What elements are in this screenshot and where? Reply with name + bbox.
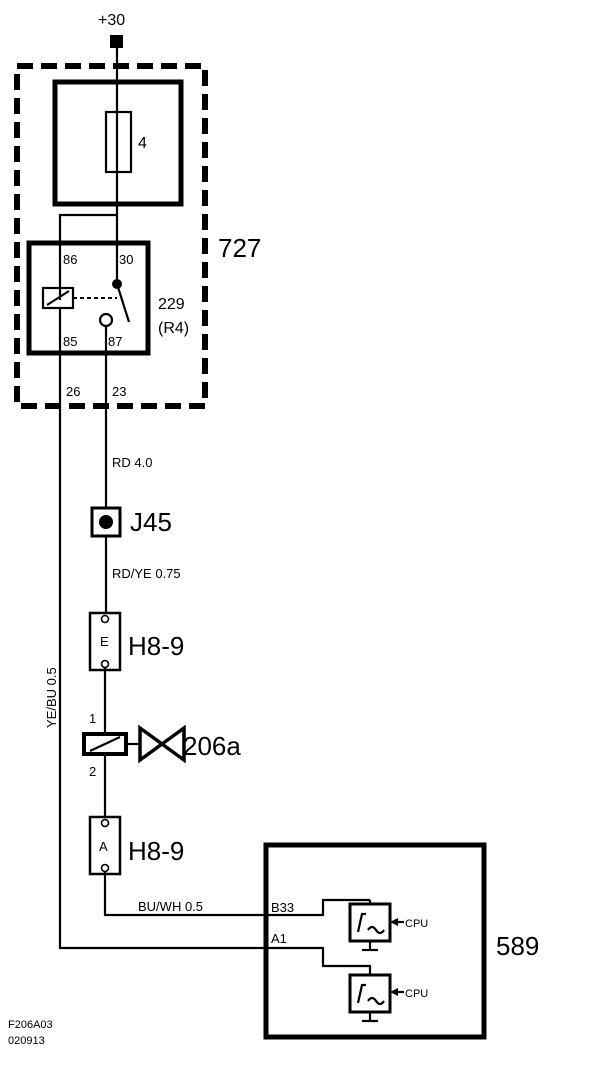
wire-bu-wh bbox=[103, 872, 350, 917]
relay-id: 229 bbox=[158, 296, 185, 313]
relay-pin-85: 85 bbox=[63, 334, 77, 349]
wire-ye-bu bbox=[58, 413, 372, 975]
module-pin-b33: B33 bbox=[271, 900, 294, 915]
relay-code: (R4) bbox=[158, 320, 189, 337]
module-pin-a1: A1 bbox=[271, 931, 287, 946]
valve-left-triangle-icon bbox=[138, 724, 165, 764]
relay-contact-87 bbox=[98, 312, 114, 328]
schmitt-trigger-1-icon bbox=[356, 912, 385, 935]
wire-label-bu-wh: BU/WH 0.5 bbox=[138, 899, 203, 914]
valve-right-triangle-icon bbox=[159, 724, 186, 764]
valve-pin-1: 1 bbox=[89, 711, 96, 726]
relay-pin-86: 86 bbox=[63, 252, 77, 267]
connector-upper-pin: E bbox=[100, 634, 109, 649]
schmitt-trigger-2-icon bbox=[356, 983, 385, 1006]
fusebox-id: 727 bbox=[218, 233, 261, 263]
connector-lower-pin: A bbox=[99, 839, 108, 854]
fusebox-pin-23: 23 bbox=[112, 384, 126, 399]
valve-id: 206a bbox=[183, 731, 241, 761]
footer-code: F206A03 bbox=[8, 1019, 53, 1031]
wire-86-feed bbox=[58, 213, 117, 300]
connector-upper-id: H8-9 bbox=[128, 631, 184, 661]
wire-label-ye-bu: YE/BU 0.5 bbox=[44, 667, 59, 728]
supply-label: +30 bbox=[98, 12, 125, 29]
relay-229-body bbox=[26, 240, 151, 356]
fuse-4-icon bbox=[104, 110, 133, 174]
relay-pin-87: 87 bbox=[108, 334, 122, 349]
fusebox-pin-26: 26 bbox=[66, 384, 80, 399]
arrow-left-icon bbox=[390, 988, 398, 996]
control-module-589 bbox=[263, 842, 487, 1040]
relay-pin-30: 30 bbox=[119, 252, 133, 267]
supply-terminal bbox=[110, 35, 123, 48]
footer-date: 020913 bbox=[8, 1035, 45, 1047]
cpu-label-2: CPU bbox=[405, 988, 428, 1000]
input-circuit-2 bbox=[348, 973, 392, 1014]
connector-lower-id: H8-9 bbox=[128, 836, 184, 866]
cpu-label-1: CPU bbox=[405, 918, 428, 930]
fuse-number: 4 bbox=[138, 135, 147, 152]
splice-id: J45 bbox=[130, 507, 172, 537]
arrow-left-icon bbox=[390, 918, 398, 926]
valve-pin-2: 2 bbox=[89, 764, 96, 779]
wire-label-rd: RD 4.0 bbox=[112, 455, 152, 470]
relay-switch-arm bbox=[115, 283, 131, 323]
input-circuit-1 bbox=[348, 902, 392, 943]
control-module-id: 589 bbox=[496, 931, 539, 961]
wire-label-rd-ye: RD/YE 0.75 bbox=[112, 566, 181, 581]
